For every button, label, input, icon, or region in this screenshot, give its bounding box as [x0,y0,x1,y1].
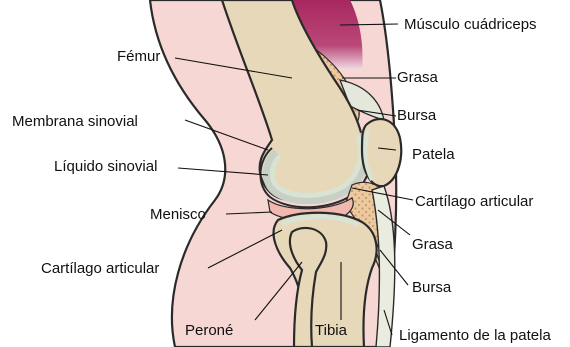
label-grasa-superior: Grasa [397,69,439,86]
label-perone: Peroné [185,322,233,339]
label-patela: Patela [412,146,455,163]
label-grasa-inferior: Grasa [412,236,454,253]
label-cartilago-articular-derecho: Cartílago articular [415,193,533,210]
label-ligamento-patela: Ligamento de la patela [399,327,551,344]
label-menisco: Menisco [150,206,206,223]
label-tibia: Tibia [315,322,348,339]
label-liquido-sinovial: Líquido sinovial [54,158,157,175]
label-femur: Fémur [117,48,160,65]
patella-bone [362,119,401,186]
label-musculo-cuadriceps: Músculo cuádriceps [404,16,537,33]
label-cartilago-articular-izquierdo: Cartílago articular [41,260,159,277]
label-bursa-superior: Bursa [397,107,437,124]
label-membrana-sinovial: Membrana sinovial [12,113,138,130]
label-bursa-inferior: Bursa [412,279,452,296]
